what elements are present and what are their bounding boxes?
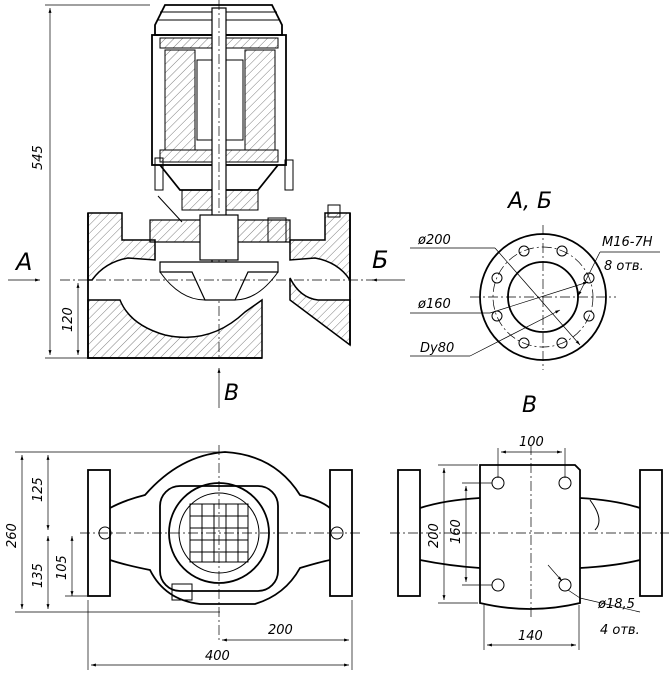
- bottom-view: [390, 445, 669, 620]
- section-b-label: Б: [372, 246, 388, 274]
- flange-bolt-holes: [491, 245, 595, 349]
- view-v-title: В: [522, 393, 537, 418]
- dim-plan-width: 260: [5, 523, 20, 548]
- dim-axis-height: 120: [61, 307, 76, 332]
- dim-base-hole-count: 4 отв.: [600, 623, 640, 638]
- flange-view: А, Б ø200 ø160 Dy80 M16-7H 8 отв.: [410, 189, 660, 370]
- dim-base-length: 140: [518, 629, 543, 644]
- plan-view-dimensions: 260 125 135 105 200 400: [5, 451, 353, 670]
- dim-base-height: 200: [427, 523, 442, 548]
- flange-nominal-bore: Dy80: [420, 341, 454, 356]
- dim-plan-half-length: 200: [268, 623, 293, 638]
- dim-plan-top: 125: [31, 477, 46, 502]
- flange-bolt-circle-dia: ø160: [417, 297, 451, 312]
- front-section-view: А Б В: [8, 0, 405, 408]
- dim-plan-length: 400: [205, 649, 230, 664]
- dim-base-width: 100: [519, 435, 544, 450]
- dim-overall-height: 545: [31, 145, 46, 170]
- dim-plan-bottom: 135: [31, 563, 46, 588]
- section-a-label: А: [14, 248, 32, 276]
- dim-base-hole-spacing: 160: [449, 519, 464, 544]
- dim-base-hole-dia: ø18,5: [597, 597, 635, 612]
- dim-plan-center: 105: [55, 555, 70, 580]
- view-v-arrow-label: В: [224, 381, 239, 406]
- flange-view-title: А, Б: [506, 189, 552, 214]
- front-view-dimensions: 545 120: [31, 4, 150, 359]
- plan-view: [80, 445, 360, 640]
- flange-outer-dia: ø200: [417, 233, 451, 248]
- flange-hole-count: 8 отв.: [604, 259, 644, 274]
- bottom-view-dimensions: 100 140 200 160 ø18,5 4 отв.: [427, 435, 641, 650]
- flange-thread: M16-7H: [602, 235, 653, 250]
